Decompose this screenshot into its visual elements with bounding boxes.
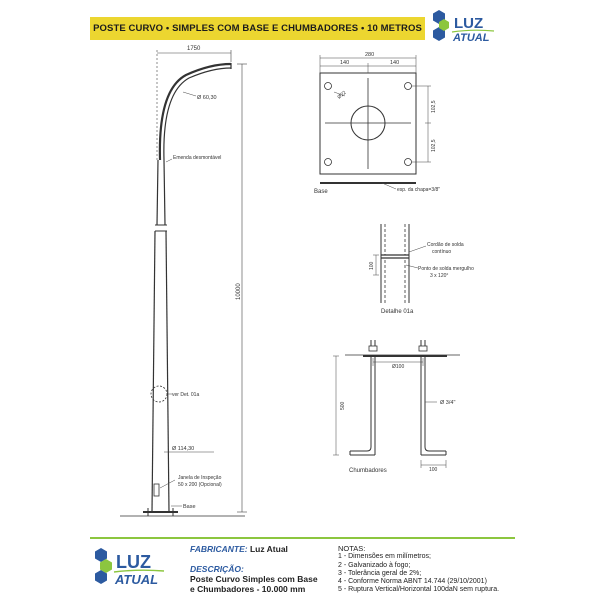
logo-line1: LUZ <box>454 15 483 32</box>
note-item: 2 - Galvanizado à fogo; <box>338 561 411 569</box>
logo-line2: ATUAL <box>452 32 490 44</box>
title-text: POSTE CURVO • SIMPLES COM BASE E CHUMBAD… <box>93 23 422 34</box>
pole-elevation <box>120 62 245 517</box>
product-info: FABRICANTE: Luz Atual DESCRIÇÃO: Poste C… <box>190 544 340 594</box>
detail-cordao-1: Cordão de solda <box>427 242 464 248</box>
manufacturer-row: FABRICANTE: Luz Atual <box>190 544 340 554</box>
pole-base-label: Base <box>183 504 196 510</box>
janela-line1: Janela de Inspeção <box>178 475 222 481</box>
description-label: DESCRIÇÃO: <box>190 564 244 574</box>
plate-overall-dim: 280 <box>365 52 374 58</box>
hexagon-icon <box>433 10 449 41</box>
dim-10000: 10000 <box>236 283 242 300</box>
manufacturer-value: Luz Atual <box>249 544 288 554</box>
dia-top-label: Ø 60,30 <box>197 95 217 101</box>
note-item: 1 - Dimensões em milímetros; <box>338 553 431 561</box>
emenda-label: Emenda desmontável <box>173 155 221 161</box>
plate-half-right: 140 <box>390 60 399 66</box>
luz-atual-logo: LUZ ATUAL <box>433 10 495 44</box>
plate-v-upper: 102,5 <box>431 100 437 113</box>
detail-cordao-2: contínuo <box>432 249 451 255</box>
plate-half-left: 140 <box>340 60 349 66</box>
notes-block: NOTAS: 1 - Dimensões em milímetros; 2 - … <box>338 544 538 595</box>
detail-label: Detalhe 01a <box>381 309 414 315</box>
footer-divider <box>90 537 515 539</box>
plate-dims <box>319 55 431 163</box>
description-line1: Poste Curvo Simples com Base <box>190 574 318 584</box>
note-item: 3 - Tolerância geral de 2%; <box>338 569 422 577</box>
plate-v-lower: 102,5 <box>431 139 437 152</box>
plate-label: Base <box>314 189 328 195</box>
anchor-label: Chumbadores <box>349 468 387 474</box>
dia-base-label: Ø 114,30 <box>172 446 194 452</box>
manufacturer-label: FABRICANTE: <box>190 544 248 554</box>
anchor-foot: 100 <box>429 467 438 473</box>
notes-title: NOTAS: <box>338 544 366 553</box>
dim-10000-line <box>237 63 247 513</box>
logo-footer-line2: ATUAL <box>114 572 158 587</box>
dim-1750: 1750 <box>187 46 201 52</box>
note-item: 5 - Ruptura Vertical/Horizontal 100daN s… <box>338 586 500 594</box>
hexagon-icon <box>95 548 112 584</box>
luz-atual-logo-footer: LUZ ATUAL <box>95 548 165 587</box>
detail-ponto-2: 3 x 120° <box>430 273 448 279</box>
janela-line2: 50 x 200 (Opcional) <box>178 482 222 488</box>
detail-dim: 100 <box>369 261 375 270</box>
technical-drawing: 1750 Ø 60,30 Emenda desmontável 10000 ve… <box>120 46 474 517</box>
dim-1750-line <box>156 50 232 160</box>
anchor-dia-center: Ø100 <box>392 364 404 370</box>
detail-ponto-1: Ponto de solda merguIho <box>418 266 474 272</box>
plate-hole-dia: Ø22 <box>336 90 347 101</box>
anchor-dia-bolt: Ø 3/4" <box>440 400 455 406</box>
detail-ref: ver Det. 01a <box>172 392 199 398</box>
anchor-length: 500 <box>340 401 346 410</box>
description-line2: e Chumbadores - 10.000 mm <box>190 584 306 594</box>
base-plate-plan <box>319 72 417 175</box>
note-item: 4 - Conforme Norma ABNT 14.744 (29/10/20… <box>338 578 487 586</box>
logo-footer-line1: LUZ <box>116 552 151 572</box>
anchor-dims <box>333 355 447 468</box>
plate-thickness: esp. da chapa=3/8" <box>397 187 440 193</box>
detail-01a <box>380 224 410 303</box>
page-title: POSTE CURVO • SIMPLES COM BASE E CHUMBAD… <box>90 17 425 40</box>
anchor-bolts <box>345 340 460 456</box>
detail-leaders <box>373 245 427 276</box>
